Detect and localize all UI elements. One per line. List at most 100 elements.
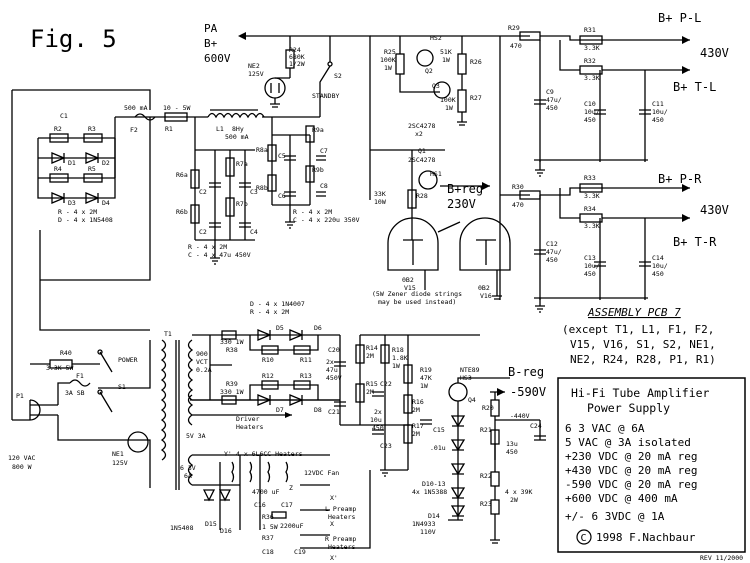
output-arrows-icon xyxy=(682,36,690,222)
note-c4x47u: C - 4 x 47u 450V xyxy=(188,251,251,259)
t1-primary xyxy=(160,339,167,461)
note-zener2: may be used instead) xyxy=(378,298,456,306)
label-q23x: x2 xyxy=(415,130,423,138)
resistor-r25 xyxy=(395,53,405,75)
label-t1-vct: VCT xyxy=(196,358,208,366)
ladder2-wires xyxy=(271,117,311,222)
resistor-r5 xyxy=(83,173,103,183)
info-copyright: 1998 F.Nachbaur xyxy=(596,531,696,544)
tap-wires xyxy=(559,40,690,219)
label-c12: C12 xyxy=(546,240,558,248)
label-d5: D5 xyxy=(276,324,284,332)
label-c4: C4 xyxy=(250,228,258,236)
label-r16: R16 xyxy=(412,398,424,406)
heater-wires xyxy=(192,454,330,530)
label-d15: D15 xyxy=(205,520,217,528)
ladder-verticals xyxy=(194,150,246,240)
label-d4: D4 xyxy=(102,199,110,207)
info-line-600vdc: +600 VDC @ 400 mA xyxy=(565,492,678,505)
label-430v-top: 430V xyxy=(700,46,729,60)
label-r33v: 3.3K xyxy=(584,192,600,200)
label-r18w: 1W xyxy=(392,362,400,370)
note-d4x1n5408: D - 4 x 1N5408 xyxy=(58,216,113,224)
label-r16v: 2M xyxy=(412,406,420,414)
label-ne2v: 125V xyxy=(248,70,264,78)
resistor-r23 xyxy=(490,499,500,515)
note-r4x2m-c: R - 4 x 2M xyxy=(293,208,332,216)
tube-internals xyxy=(403,221,498,282)
label-c6: C6 xyxy=(278,192,286,200)
fuse-f2 xyxy=(134,113,156,121)
resistor-r14 xyxy=(355,344,365,364)
label-r18v: 1.8K xyxy=(392,354,408,362)
label-r7a: R7a xyxy=(236,160,248,168)
label-y-prime: Y' xyxy=(224,450,232,458)
info-title2: Power Supply xyxy=(587,401,670,415)
label-r37: R37 xyxy=(262,534,274,542)
right-rail-bot xyxy=(500,187,690,196)
label-r24w: 1/2W xyxy=(289,60,305,68)
label-r28: R28 xyxy=(416,192,428,200)
label-c24w: 450 xyxy=(506,448,518,456)
label-r29v: 470 xyxy=(510,42,522,50)
label-c11v: 10u/ xyxy=(652,108,668,116)
label-r14: R14 xyxy=(366,344,378,352)
info-title1: Hi-Fi Tube Amplifier xyxy=(571,386,710,400)
label-r39v: 330 1W xyxy=(220,388,244,396)
standby-wire xyxy=(330,35,371,200)
caps-c22-c23 xyxy=(372,391,384,435)
resistor-r26 xyxy=(457,53,467,75)
label-p1: P1 xyxy=(16,392,24,400)
label-r11: R11 xyxy=(300,356,312,364)
resistor-r27 xyxy=(457,89,467,113)
label-b-reg: B-reg xyxy=(508,365,544,379)
label-power: POWER xyxy=(118,356,138,364)
mains-wires xyxy=(30,340,151,488)
label-c10v: 10u/ xyxy=(584,108,600,116)
label-r34v: 3.3K xyxy=(584,222,600,230)
pa-arrow-icon xyxy=(238,32,246,40)
t1-core xyxy=(175,340,180,490)
resistor-r3 xyxy=(83,133,103,143)
neg590-arrow-icon xyxy=(497,388,505,396)
ne2-wires xyxy=(270,77,290,108)
right-rail-top xyxy=(499,35,690,300)
label-r6a: R6a xyxy=(176,171,188,179)
diodes-d5-d8 xyxy=(257,329,304,406)
filter-ladder-wires xyxy=(194,117,255,258)
figure-title: Fig. 5 xyxy=(30,25,117,53)
mains-loop-wire xyxy=(11,89,151,421)
label-r25: R25 xyxy=(384,48,396,56)
label-430v-bot: 430V xyxy=(700,203,729,217)
label-r3: R3 xyxy=(88,125,96,133)
label-c24: C24 xyxy=(530,422,542,430)
tube-v15 xyxy=(387,217,439,271)
resistor-r1 xyxy=(164,112,188,122)
resistor-r9b xyxy=(305,165,315,183)
label-r7b: R7b xyxy=(236,200,248,208)
label-q4: Q4 xyxy=(468,396,476,404)
label-t1-63v: 6 3V xyxy=(180,464,196,472)
label-r13: R13 xyxy=(300,372,312,380)
info-line-230vdc: +230 VDC @ 20 mA reg xyxy=(565,450,697,463)
label-f2: F2 xyxy=(130,126,138,134)
label-r24: R24 xyxy=(289,46,301,54)
resistor-r15 xyxy=(355,383,365,403)
label-pa: PA xyxy=(204,22,218,35)
transistor-q2 xyxy=(416,49,434,67)
label-c3: C3 xyxy=(250,188,258,196)
label-c18v: 2200uF xyxy=(280,522,304,530)
driver-heater-wires xyxy=(192,399,340,416)
tube-v16 xyxy=(459,217,511,271)
label-r38v: 330 1W xyxy=(220,338,244,346)
label-r2123w: 2W xyxy=(510,496,518,504)
label-z: Z xyxy=(289,484,293,492)
label-q1: Q1 xyxy=(418,147,426,155)
label-d2: D2 xyxy=(102,159,110,167)
label-hs2: HS2 xyxy=(430,34,442,42)
label-d14w: 110V xyxy=(420,528,436,536)
note-r4x2m-b: R - 4 x 2M xyxy=(188,243,227,251)
resistor-r2 xyxy=(49,133,69,143)
label-c12v: 47u/ xyxy=(546,248,562,256)
label-c16: C16 xyxy=(254,501,266,509)
